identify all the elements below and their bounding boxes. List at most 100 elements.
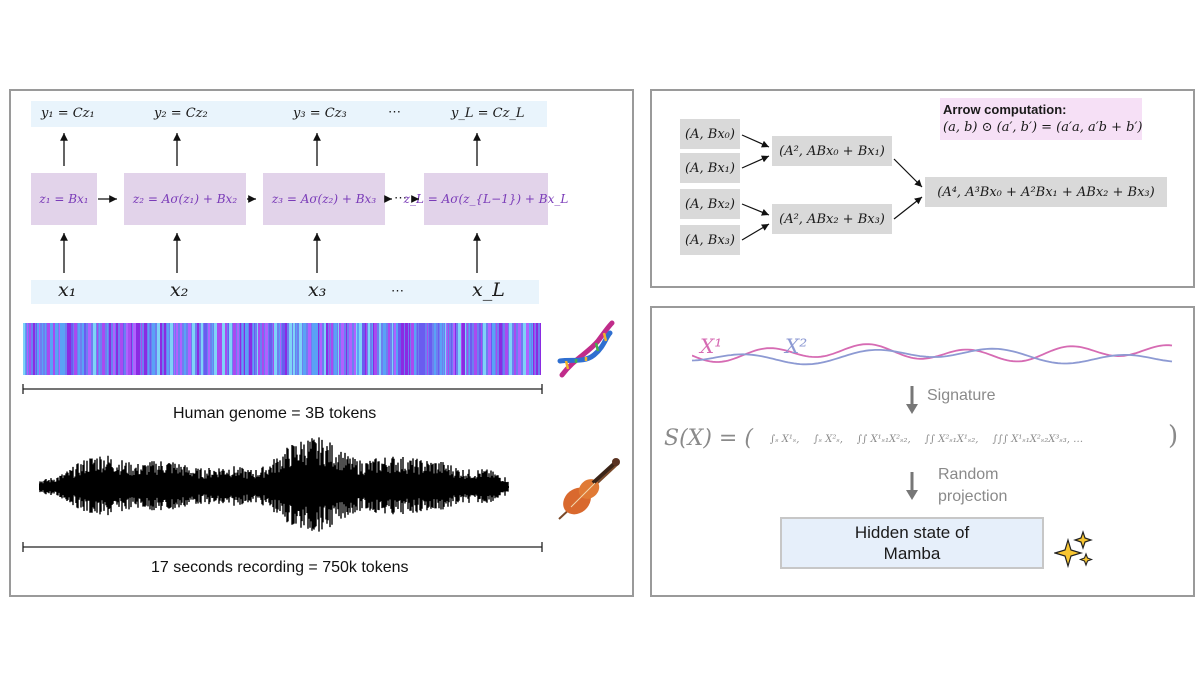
genome-stripe	[346, 323, 347, 375]
genome-stripe	[55, 323, 58, 375]
leaf-2: (A, Bx₂)	[680, 189, 740, 219]
path-1-curve	[692, 343, 1173, 363]
signature-label: Signature	[927, 387, 996, 404]
genome-stripe	[237, 323, 239, 375]
genome-stripe	[269, 323, 272, 375]
genome-stripe	[258, 323, 260, 375]
genome-stripe	[150, 323, 151, 375]
state-2: z₂ = Aσ(z₁) + Bx₂	[124, 173, 246, 225]
output-3: y₃ = Cz₃	[293, 106, 347, 121]
genome-stripe	[165, 323, 166, 375]
genome-stripe	[131, 323, 132, 375]
genome-stripe	[339, 323, 340, 375]
arrow-computation-formula: (a, b) ⊙ (a′, b′) = (a′a, a′b + b′)	[943, 120, 1143, 135]
genome-stripe	[53, 323, 55, 375]
state-L: z_L = Aσ(z_{L−1}) + Bx_L	[404, 173, 568, 225]
genome-stripe	[184, 323, 186, 375]
genome-stripe	[208, 323, 210, 375]
genome-scale-line	[22, 384, 543, 394]
genome-stripe	[429, 323, 432, 375]
genome-stripe	[126, 323, 128, 375]
genome-stripe	[39, 323, 40, 375]
genome-stripe	[249, 323, 252, 375]
genome-stripe	[458, 323, 461, 375]
genome-stripe	[123, 323, 124, 375]
genome-stripe	[29, 323, 31, 375]
genome-stripe	[45, 323, 46, 375]
genome-stripe	[434, 323, 436, 375]
genome-stripe	[69, 323, 71, 375]
genome-stripe	[42, 323, 43, 375]
genome-stripe	[138, 323, 140, 375]
genome-stripe	[296, 323, 297, 375]
genome-stripe	[37, 323, 39, 375]
genome-stripe	[88, 323, 91, 375]
genome-stripe	[461, 323, 462, 375]
genome-stripe	[63, 323, 65, 375]
signature-term-1: ∫ₛ X¹ₛ,	[770, 433, 800, 445]
genome-stripe	[362, 323, 365, 375]
genome-stripe	[160, 323, 162, 375]
leaf-1: (A, Bx₁)	[680, 153, 740, 183]
genome-stripe	[366, 323, 367, 375]
genome-stripe	[97, 323, 98, 375]
genome-stripe	[141, 323, 142, 375]
genome-stripe	[470, 323, 472, 375]
genome-stripe	[496, 323, 497, 375]
genome-stripe	[176, 323, 178, 375]
root-node: (A⁴, A³Bx₀ + A²Bx₁ + ABx₂ + Bx₃)	[925, 177, 1167, 207]
genome-stripe	[488, 323, 491, 375]
genome-stripe	[253, 323, 254, 375]
audio-waveform	[39, 437, 509, 532]
genome-stripe	[405, 323, 408, 375]
genome-stripe	[398, 323, 401, 375]
genome-stripe	[379, 323, 381, 375]
genome-stripe	[78, 323, 80, 375]
genome-stripe	[225, 323, 227, 375]
genome-stripe	[392, 323, 393, 375]
genome-stripe	[474, 323, 477, 375]
genome-stripe	[357, 323, 359, 375]
projection-arrow	[906, 472, 918, 500]
genome-stripe	[116, 323, 118, 375]
genome-stripe	[214, 323, 217, 375]
path-2-curve	[692, 347, 1173, 366]
genome-stripe	[93, 323, 96, 375]
genome-stripe	[502, 323, 503, 375]
genome-stripe	[526, 323, 529, 375]
genome-stripe	[534, 323, 535, 375]
genome-caption: Human genome = 3B tokens	[173, 405, 377, 422]
state-1: z₁ = Bx₁	[31, 173, 97, 225]
audio-scale-line	[22, 542, 543, 552]
output-bar	[31, 101, 547, 127]
state-3: z₃ = Aσ(z₂) + Bx₃	[263, 173, 385, 225]
genome-stripe	[532, 323, 533, 375]
genome-stripe	[152, 323, 155, 375]
genome-stripe	[60, 323, 63, 375]
genome-stripe	[293, 323, 295, 375]
genome-stripe	[136, 323, 138, 375]
signature-term-4: ∫∫ X²ₛ₁X¹ₛ₂,	[924, 433, 979, 445]
genome-stripe	[47, 323, 50, 375]
genome-stripe	[84, 323, 85, 375]
genome-stripe	[174, 323, 175, 375]
genome-stripe	[180, 323, 182, 375]
genome-stripe	[157, 323, 160, 375]
genome-stripe	[273, 323, 274, 375]
arrow-computation-box	[940, 98, 1142, 140]
genome-stripe	[148, 323, 149, 375]
genome-stripe	[514, 323, 516, 375]
genome-stripe	[145, 323, 147, 375]
genome-stripe	[383, 323, 386, 375]
genome-stripe	[25, 323, 26, 375]
signature-arrow	[906, 386, 918, 414]
genome-stripe	[414, 323, 416, 375]
genome-stripe	[265, 323, 268, 375]
genome-stripe	[308, 323, 311, 375]
genome-stripe	[536, 323, 538, 375]
genome-stripe	[396, 323, 398, 375]
genome-stripe	[491, 323, 492, 375]
hidden-state-box: Hidden state of Mamba	[780, 517, 1044, 569]
genome-stripe	[469, 323, 470, 375]
genome-stripe	[419, 323, 422, 375]
